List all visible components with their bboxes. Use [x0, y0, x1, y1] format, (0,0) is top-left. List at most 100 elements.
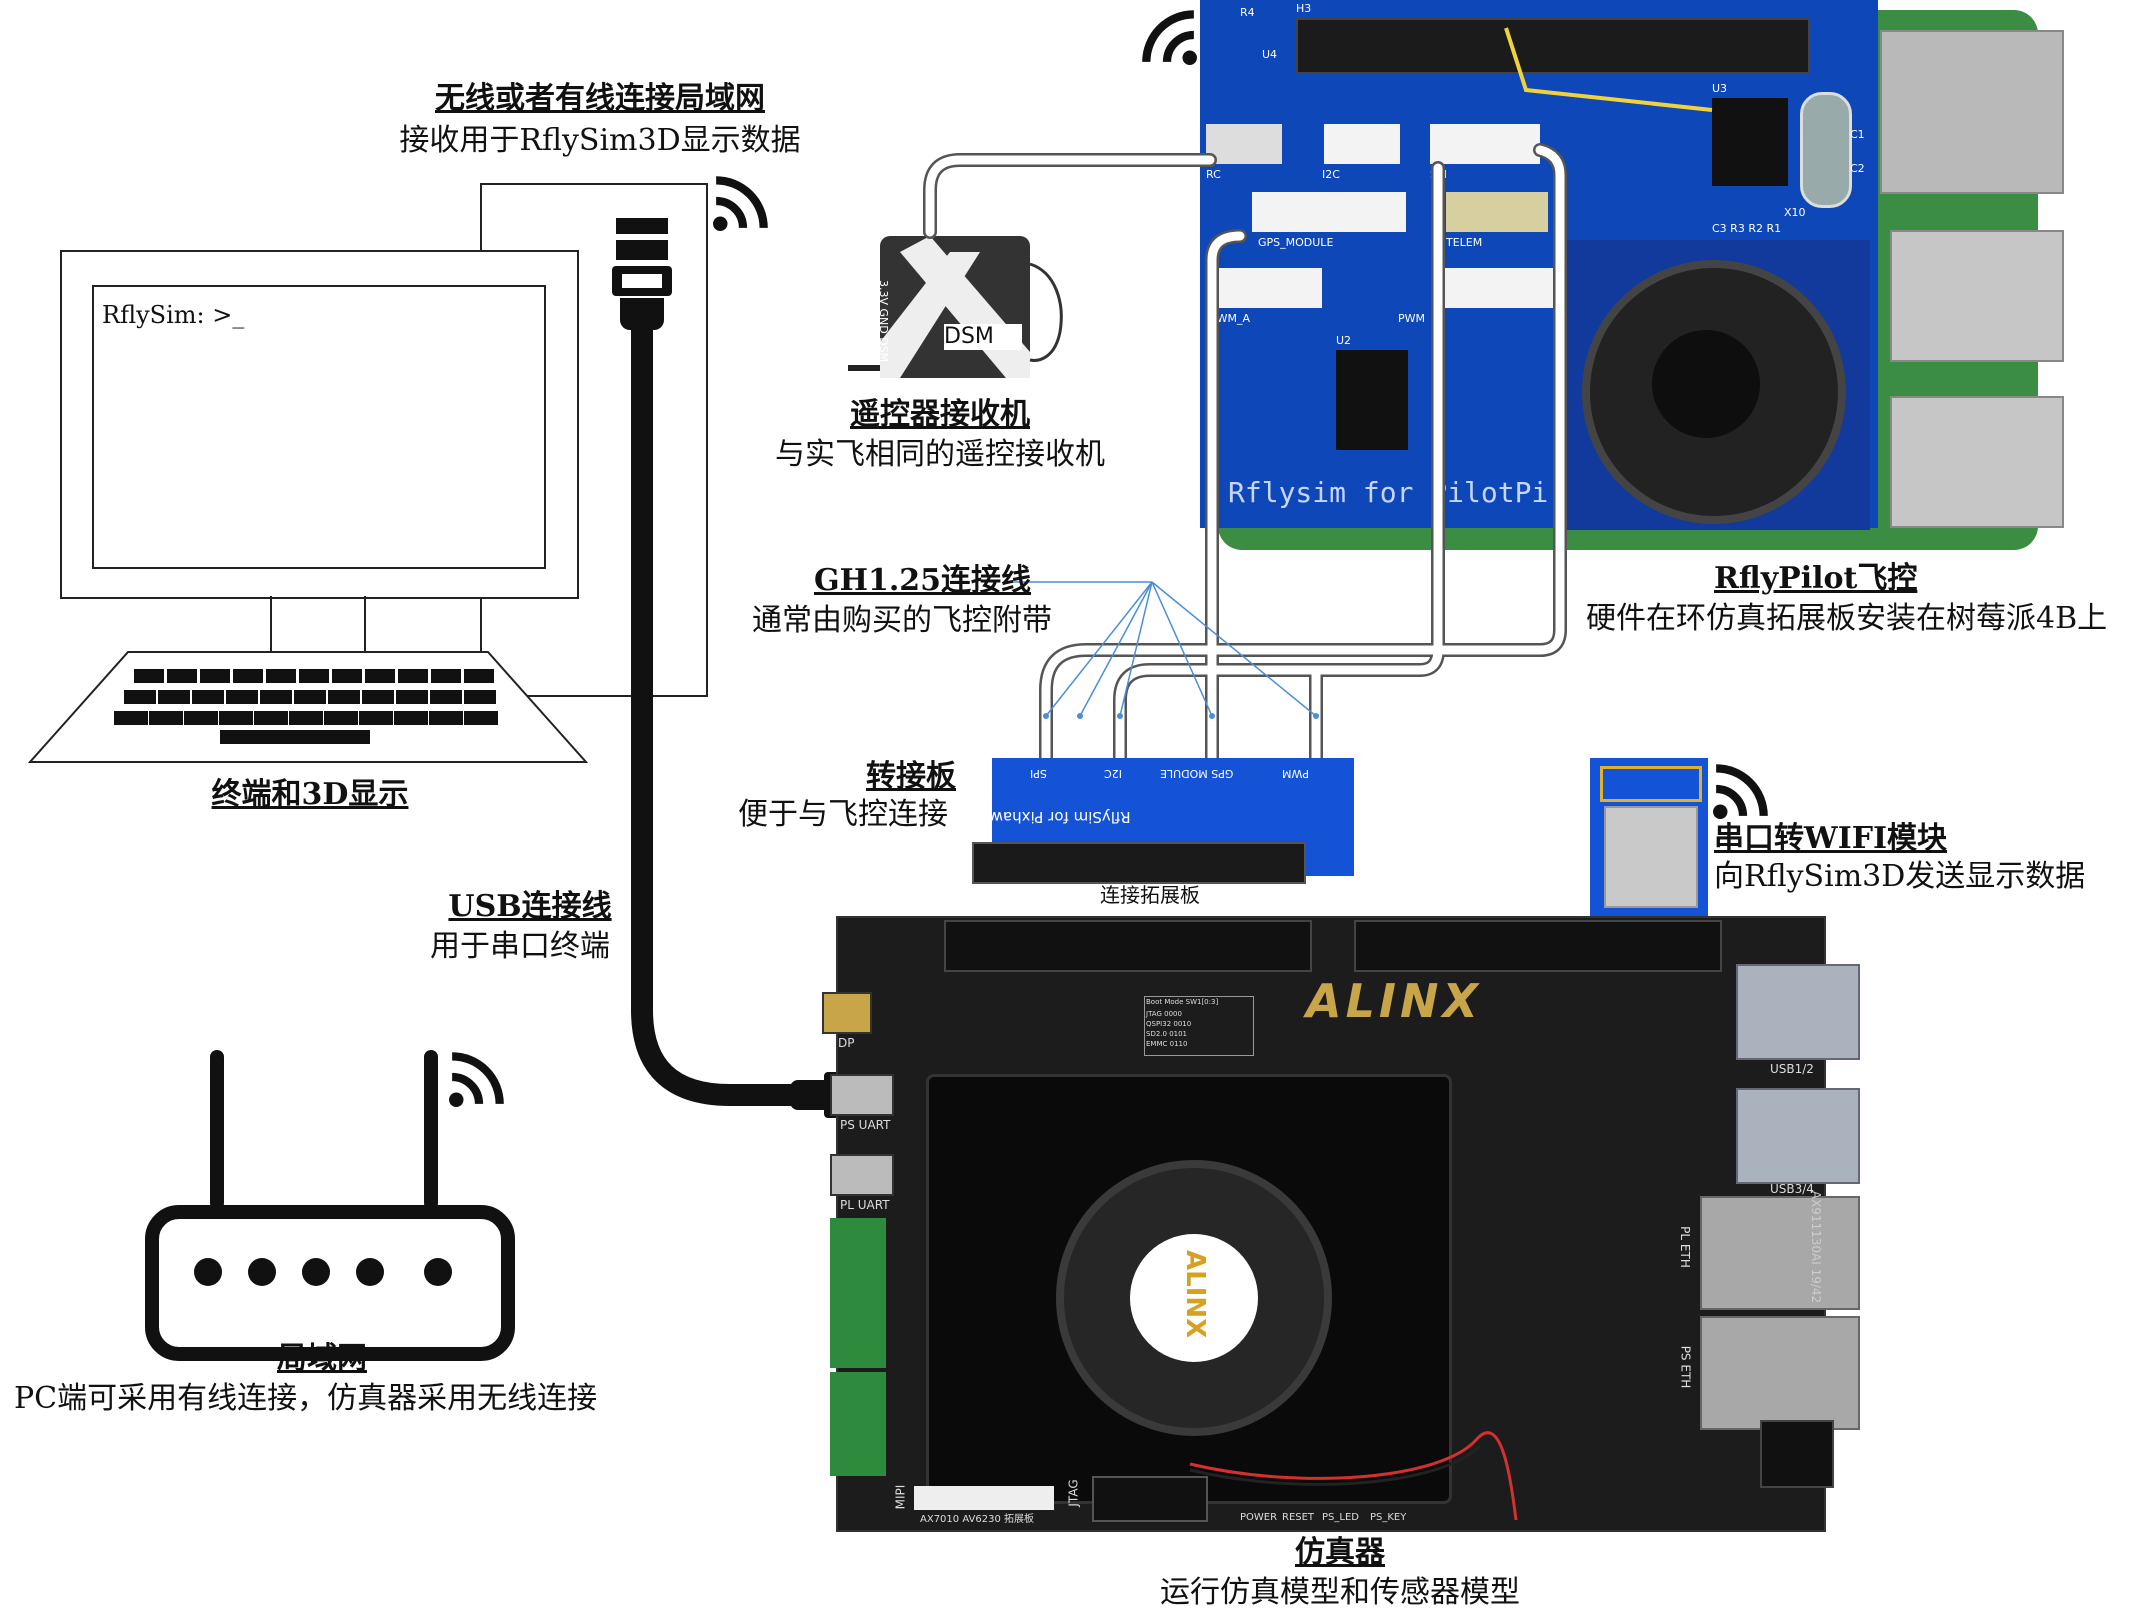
pilotpi-silk-c2: C2	[1850, 162, 1865, 175]
adapter-subtitle: 便于与飞控连接	[738, 797, 948, 832]
wifi-icon-flightctrl	[1142, 10, 1197, 65]
pilotpi-silk-h3: H3	[1296, 2, 1312, 15]
terminal-title: 终端和3D显示	[211, 777, 409, 812]
rc-receiver-title: 遥控器接收机	[850, 397, 1030, 432]
keyboard-key	[429, 711, 463, 725]
keyboard-key	[299, 669, 329, 683]
rc-receiver	[848, 236, 1063, 378]
gh-cable-title: GH1.25连接线	[814, 563, 1032, 598]
simulator-port-pskey: PS_KEY	[1370, 1512, 1407, 1523]
pilotpi-connector-pwma	[1218, 268, 1322, 308]
keyboard-key	[200, 669, 230, 683]
simulator-terminal-block-2	[830, 1372, 886, 1476]
simulator-power-jack	[1760, 1420, 1834, 1488]
router-led-5	[424, 1258, 452, 1286]
keyboard-key	[184, 711, 218, 725]
keyboard-key	[398, 669, 428, 683]
simulator-eth-port-1	[1700, 1196, 1860, 1310]
simulator-fan-hub	[1130, 1234, 1258, 1362]
keyboard-key	[332, 669, 362, 683]
gh-cable-subtitle: 通常由购买的飞控附带	[752, 603, 1052, 638]
router-led-1	[194, 1258, 222, 1286]
simulator-mipi-connector	[914, 1486, 1054, 1510]
router-led-4	[356, 1258, 384, 1286]
router-led-2	[248, 1258, 276, 1286]
adapter-caption: 连接拓展板	[1100, 883, 1200, 907]
pilotpi-connector-rc	[1206, 124, 1282, 164]
wifi-icon-module	[1713, 764, 1768, 819]
keyboard-key	[219, 711, 253, 725]
pilotpi-silk-c3r3: C3 R3 R2 R1	[1712, 222, 1782, 235]
simulator-port-usb12: USB1/2	[1770, 1062, 1814, 1076]
simulator-boot-row-1: JTAG 0000	[1146, 1010, 1182, 1018]
adapter-title: 转接板	[866, 759, 956, 794]
simulator-port-dp: DP	[838, 1036, 855, 1050]
pilotpi-board-text: Rflysim for PilotPi	[1228, 476, 1549, 509]
simulator-boot-header: Boot Mode SW1[0:3]	[1146, 998, 1219, 1006]
keyboard-key	[266, 669, 296, 683]
simulator-port-power: POWER	[1240, 1512, 1278, 1523]
wifi-module-subtitle: 向RflySim3D发送显示数据	[1714, 859, 2086, 894]
terminal-prompt: RflySim: >_	[102, 301, 245, 329]
pilotpi-silk-pwm: PWM	[1398, 312, 1426, 325]
pilotpi-silk-telem: TELEM	[1446, 236, 1483, 249]
simulator-mini-usb-dp	[822, 992, 872, 1034]
simulator-mini-usb-pl	[830, 1154, 894, 1196]
simulator-mini-usb-uart	[830, 1074, 894, 1116]
pilotpi-silk-i2c: I2C	[1322, 168, 1340, 181]
usb-plug-top	[612, 218, 672, 330]
keyboard-key	[464, 690, 496, 704]
router-led-3	[302, 1258, 330, 1286]
keyboard-key	[359, 711, 393, 725]
keyboard-key	[294, 690, 326, 704]
rpi-usb-port-2	[1890, 230, 2064, 362]
simulator-port-pluart: PL UART	[840, 1198, 890, 1212]
keyboard-key	[226, 690, 258, 704]
pilotpi-silk-r4: R4	[1240, 6, 1255, 19]
monitor-screen	[92, 285, 546, 569]
flight-ctrl-title: RflyPilot飞控	[1714, 561, 1918, 596]
rpi-usb-port-1	[1880, 30, 2064, 194]
wifi-lan-subtitle: 接收用于RflySim3D显示数据	[399, 123, 801, 158]
pilotpi-silk-u4: U4	[1262, 48, 1278, 61]
simulator-boot-row-4: EMMC 0110	[1146, 1040, 1188, 1048]
keyboard-key	[158, 690, 190, 704]
router-antenna-left	[210, 1050, 224, 1210]
pilotpi-connector-pwm	[1436, 268, 1556, 308]
keyboard-key	[124, 690, 156, 704]
keyboard-key	[149, 711, 183, 725]
keyboard-key	[167, 669, 197, 683]
rc-receiver-subtitle: 与实飞相同的遥控接收机	[775, 437, 1105, 472]
rpi-usb-port-3	[1890, 396, 2064, 528]
keyboard-key	[431, 669, 461, 683]
keyboard-key	[328, 690, 360, 704]
pilotpi-silk-gps: GPS_MODULE	[1258, 236, 1334, 249]
simulator-boot-row-2: QSPI32 0010	[1146, 1020, 1192, 1028]
wifi-icon-pc	[713, 176, 768, 231]
simulator-eth-port-2	[1700, 1316, 1860, 1430]
simulator-terminal-block-1	[830, 1218, 886, 1368]
simulator-header-1	[944, 920, 1312, 972]
router-title: 局域网	[277, 1341, 367, 1376]
pilotpi-header-h3	[1296, 18, 1810, 74]
keyboard-key	[254, 711, 288, 725]
wifi-lan-title: 无线或者有线连接局域网	[435, 81, 765, 116]
simulator-usb-port-1	[1736, 964, 1860, 1060]
keyboard-key	[260, 690, 292, 704]
wifi-icon-router	[449, 1052, 504, 1107]
pilotpi-silk-u2: U2	[1336, 334, 1352, 347]
keyboard-key	[430, 690, 462, 704]
keyboard-key	[365, 669, 395, 683]
simulator-port-reset: RESET	[1282, 1512, 1315, 1523]
pilotpi-crystal	[1800, 92, 1852, 208]
keyboard-key	[464, 711, 498, 725]
simulator-boot-table	[1144, 996, 1254, 1056]
pilotpi-silk-c1: C1	[1850, 128, 1865, 141]
pilotpi-connector-spi	[1430, 124, 1540, 164]
router-subtitle: PC端可采用有线连接，仿真器采用无线连接	[14, 1381, 598, 1416]
simulator-title: 仿真器	[1295, 1535, 1385, 1570]
